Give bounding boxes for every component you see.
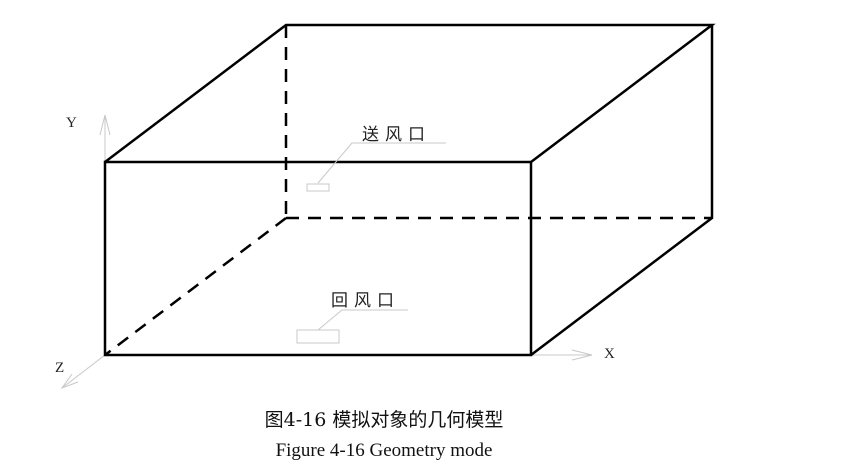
y-axis-label: Y xyxy=(66,115,77,131)
return-vent-label: 回风口 xyxy=(331,291,400,311)
z-axis-arrow xyxy=(60,373,79,390)
bottom-left-depth-edge xyxy=(104,217,287,356)
supply-vent-leader xyxy=(317,142,446,184)
x-axis-arrow xyxy=(571,349,593,361)
z-axis xyxy=(61,354,106,389)
return-vent xyxy=(296,309,408,344)
z-axis-label: Z xyxy=(55,360,65,376)
figure-caption-chinese: 图4-16 模拟对象的几何模型 xyxy=(264,409,504,431)
supply-vent-outline xyxy=(306,183,330,192)
y-axis-arrow xyxy=(99,114,111,136)
visible-edges xyxy=(103,23,716,357)
coordinate-axes xyxy=(60,114,593,390)
top-face-edges xyxy=(104,23,716,163)
return-vent-outline xyxy=(296,329,340,344)
front-face xyxy=(103,160,533,357)
supply-vent xyxy=(306,142,446,192)
supply-vent-label: 送风口 xyxy=(362,125,431,145)
hidden-edges xyxy=(104,25,712,356)
right-face-edges xyxy=(530,25,714,356)
figure-caption-english: Figure 4-16 Geometry mode xyxy=(275,440,493,461)
x-axis-label: X xyxy=(604,346,615,362)
return-vent-leader xyxy=(317,309,408,331)
